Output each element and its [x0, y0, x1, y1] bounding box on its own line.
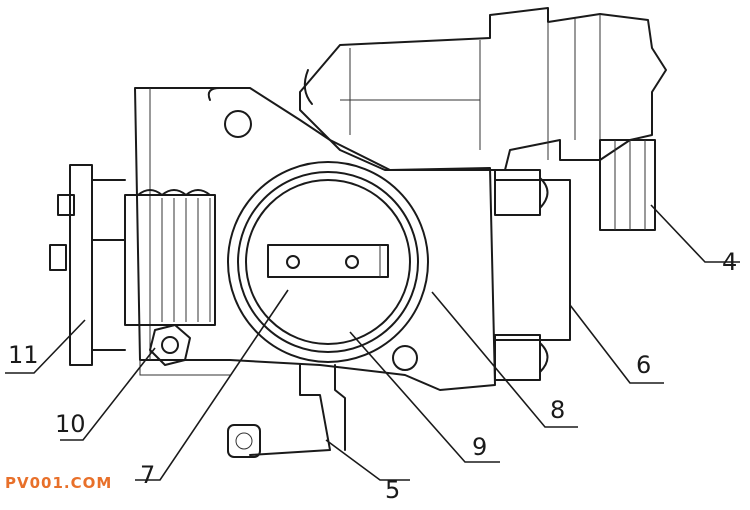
callout-9: 9 — [472, 433, 487, 461]
callout-5: 5 — [385, 476, 400, 504]
mounting-holes — [224, 110, 418, 371]
callout-7: 7 — [140, 461, 155, 489]
callout-10: 10 — [55, 410, 86, 438]
actuator-housing — [299, 7, 667, 171]
throttle-bore — [227, 161, 429, 363]
callout-6: 6 — [636, 351, 651, 379]
callout-11: 11 — [8, 341, 39, 369]
watermark: PV001.COM — [5, 474, 113, 492]
throttle-lever — [49, 164, 126, 366]
return-spring — [124, 189, 216, 326]
leader-lines — [5, 204, 740, 481]
coolant-pipe — [227, 364, 346, 458]
throttle-position-sensor — [494, 169, 571, 381]
callout-8: 8 — [550, 396, 565, 424]
electrical-connector — [599, 139, 656, 231]
callout-labels: 4 5 6 7 8 9 10 11 — [8, 248, 737, 504]
callout-4: 4 — [722, 248, 737, 276]
adjusting-nut — [149, 324, 191, 366]
